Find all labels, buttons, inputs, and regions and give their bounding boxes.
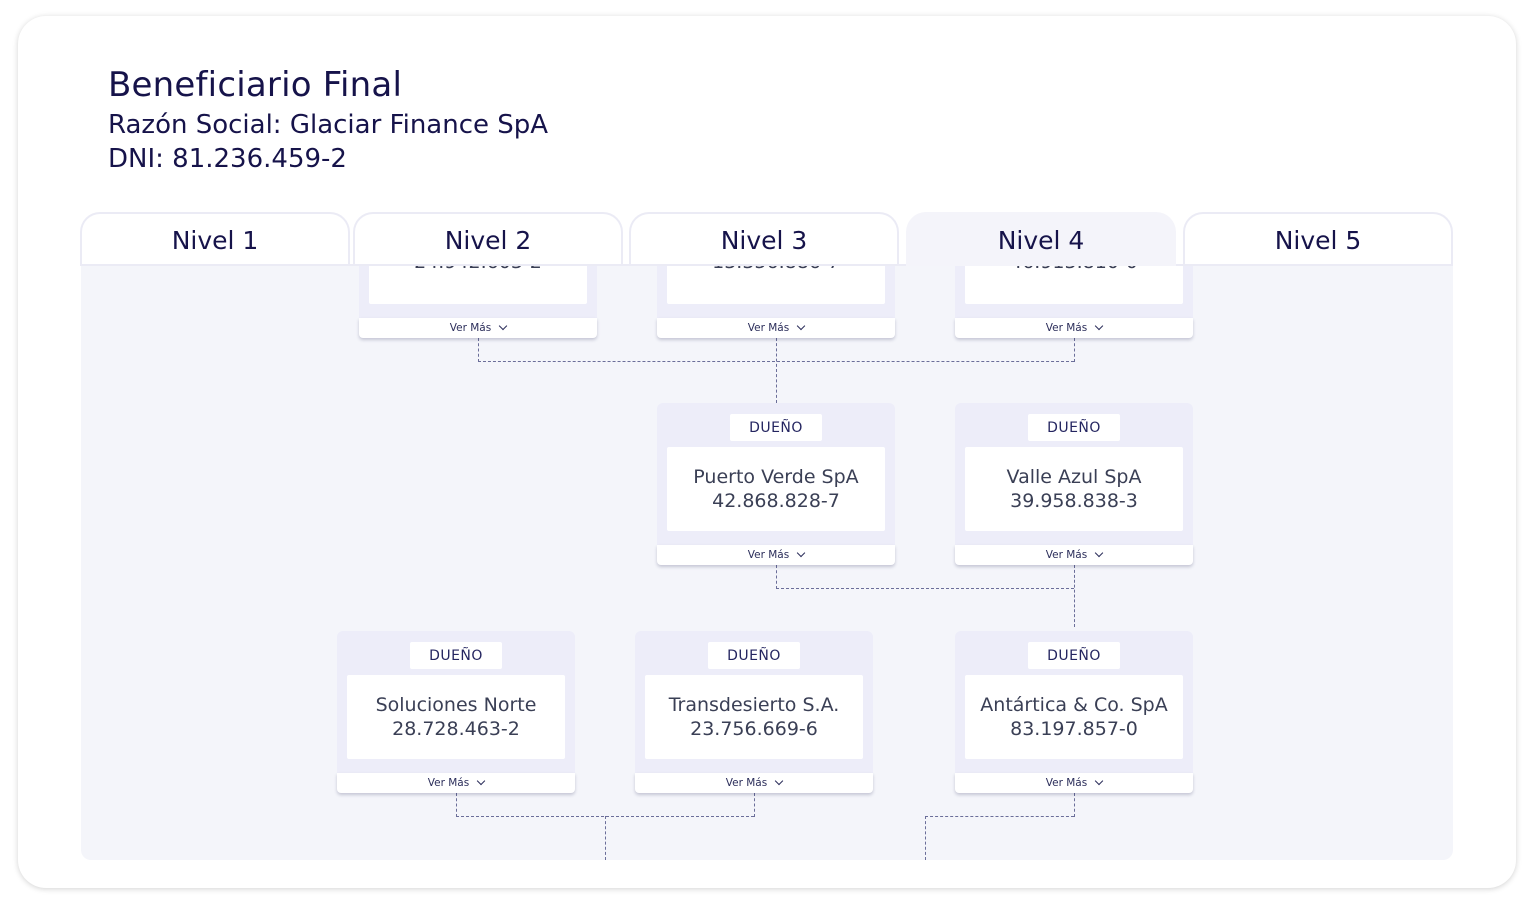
owner-id: 23.756.669-6 [690,718,818,740]
ver-mas-button[interactable]: Ver Más [657,545,895,565]
owner-info: 24.942.603-2 [369,266,587,304]
owner-id: 83.197.857-0 [1010,718,1138,740]
owner-info: Puerto Verde SpA 42.868.828-7 [667,447,885,531]
razon-social: Razón Social: Glaciar Finance SpA [108,110,549,140]
connector-line [776,565,777,589]
tab-nivel-4[interactable]: Nivel 4 [906,212,1176,266]
tab-underline [1176,264,1453,266]
page-header: Beneficiario Final Razón Social: Glaciar… [108,62,548,176]
tab-nivel-3[interactable]: Nivel 3 [629,212,899,266]
connector-line [925,816,926,860]
chevron-down-icon [796,548,806,558]
owner-name: Puerto Verde SpA [693,466,859,488]
connector-line [1074,338,1075,362]
connector-line [754,793,755,817]
owner-info: Valle Azul SpA 39.958.838-3 [965,447,1183,531]
owner-badge: DUEÑO [410,642,502,669]
owner-info: 13.356.886-7 [667,266,885,304]
owner-id: 42.868.828-7 [712,490,840,512]
chevron-down-icon [796,321,806,331]
tab-underline [80,264,906,266]
chevron-down-icon [476,776,486,786]
connector-line [776,588,1074,589]
ver-mas-button[interactable]: Ver Más [359,318,597,338]
connector-line [605,816,606,860]
connector-line [456,793,457,817]
chevron-down-icon [498,321,508,331]
owner-badge: DUEÑO [1028,642,1120,669]
ver-mas-button[interactable]: Ver Más [955,773,1193,793]
owner-badge: DUEÑO [730,414,822,441]
tab-nivel-2[interactable]: Nivel 2 [353,212,623,266]
chevron-down-icon [1094,321,1104,331]
owner-id: 24.942.603-2 [414,266,542,274]
connector-line [1074,793,1075,817]
connector-line [776,338,777,403]
ownership-tree-panel[interactable]: 24.942.603-2 Ver Más 13.356.886-7 Ver Má… [81,266,1453,860]
connector-line [478,361,1074,362]
chevron-down-icon [774,776,784,786]
tab-nivel-5[interactable]: Nivel 5 [1183,212,1453,266]
ver-mas-button[interactable]: Ver Más [635,773,873,793]
owner-name: Antártica & Co. SpA [980,694,1168,716]
owner-info: Antártica & Co. SpA 83.197.857-0 [965,675,1183,759]
owner-name: Transdesierto S.A. [668,694,840,716]
chevron-down-icon [1094,548,1104,558]
owner-name: Soluciones Norte [375,694,537,716]
owner-badge: DUEÑO [1028,414,1120,441]
owner-info: Soluciones Norte 28.728.463-2 [347,675,565,759]
connector-line [1074,565,1075,627]
tab-nivel-1[interactable]: Nivel 1 [80,212,350,266]
owner-badge: DUEÑO [708,642,800,669]
owner-name: Valle Azul SpA [1006,466,1142,488]
ver-mas-button[interactable]: Ver Más [657,318,895,338]
connector-line [478,338,479,362]
owner-id: 39.958.838-3 [1010,490,1138,512]
dni: DNI: 81.236.459-2 [108,144,347,174]
owner-id: 46.913.810-0 [1010,266,1138,274]
ver-mas-button[interactable]: Ver Más [955,545,1193,565]
owner-id: 13.356.886-7 [712,266,840,274]
ver-mas-button[interactable]: Ver Más [337,773,575,793]
page-title: Beneficiario Final [108,65,403,105]
owner-info: 46.913.810-0 [965,266,1183,304]
owner-id: 28.728.463-2 [392,718,520,740]
ver-mas-button[interactable]: Ver Más [955,318,1193,338]
chevron-down-icon [1094,776,1104,786]
owner-info: Transdesierto S.A. 23.756.669-6 [645,675,863,759]
connector-line [925,816,1074,817]
